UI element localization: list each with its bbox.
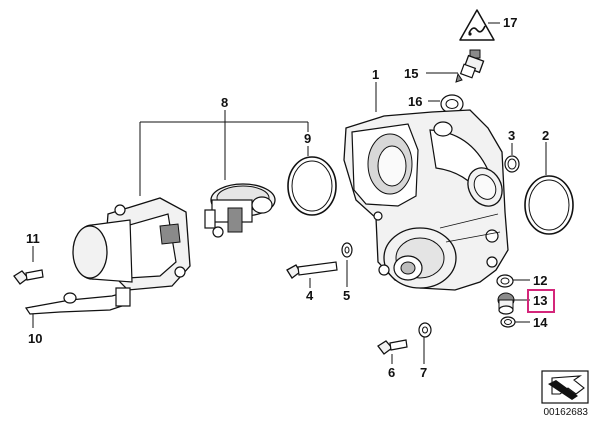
callout-14: 14 xyxy=(533,315,548,330)
seal-ring-14-part xyxy=(500,316,516,328)
gasket-2-part xyxy=(524,175,574,235)
sealing-ring-16-part xyxy=(440,94,464,114)
washer-5-part xyxy=(341,242,353,258)
warning-label-icon xyxy=(459,9,495,41)
seal-ring-12-part xyxy=(496,274,514,288)
callout-2: 2 xyxy=(542,128,550,143)
direction-arrow-icon xyxy=(541,370,589,404)
callout-9: 9 xyxy=(304,131,312,146)
washer-7-part xyxy=(418,322,432,338)
leader-lines xyxy=(32,22,547,364)
hex-bolt-6-part xyxy=(377,339,408,355)
temperature-sensor-part xyxy=(455,49,485,83)
thermostat-part xyxy=(204,183,276,238)
callout-15: 15 xyxy=(404,66,419,81)
callout-16: 16 xyxy=(408,94,423,109)
callout-11: 11 xyxy=(26,231,40,246)
callout-17: 17 xyxy=(503,15,518,30)
hex-bolt-11-part xyxy=(13,269,44,285)
callout-13: 13 xyxy=(533,293,548,308)
o-ring-3-part xyxy=(504,155,520,173)
callout-4: 4 xyxy=(306,288,314,303)
callout-3: 3 xyxy=(508,128,516,143)
callout-12: 12 xyxy=(533,273,548,288)
hex-bolt-4-part xyxy=(286,261,338,279)
callout-7: 7 xyxy=(420,365,428,380)
callout-6: 6 xyxy=(388,365,396,380)
callout-10: 10 xyxy=(28,331,43,346)
thermostat-cover-part xyxy=(72,197,191,291)
gasket-9-part xyxy=(287,156,337,216)
screw-plug-13-part xyxy=(497,292,515,315)
callout-1: 1 xyxy=(372,67,380,82)
diagram-reference-number: 00162683 xyxy=(543,407,589,418)
thermostat-housing-part xyxy=(343,109,509,291)
clamp-strap-10-part xyxy=(24,287,131,315)
callout-5: 5 xyxy=(343,288,351,303)
callout-8: 8 xyxy=(221,95,229,110)
highlight-box-13 xyxy=(527,289,555,313)
